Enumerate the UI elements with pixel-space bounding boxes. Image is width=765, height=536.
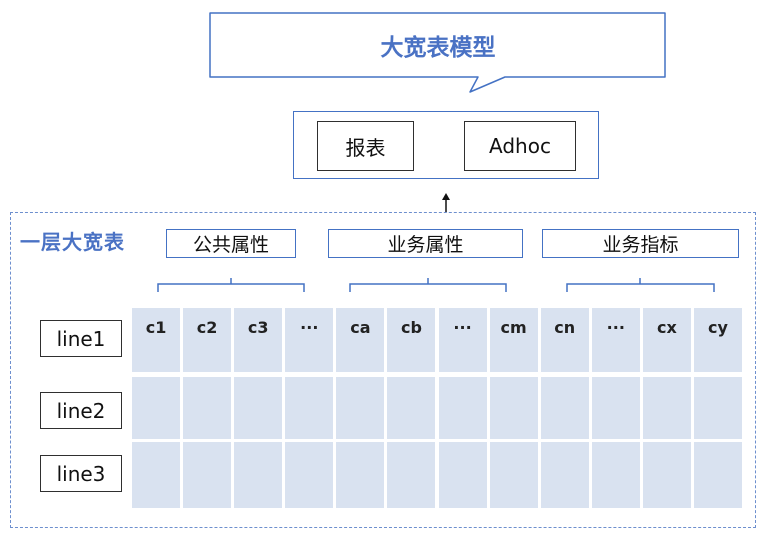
- group-business-attributes: 业务属性: [328, 229, 523, 258]
- wide-table-layer: [10, 212, 756, 528]
- group-common-attributes: 公共属性: [166, 229, 296, 258]
- table-cell: [438, 377, 487, 439]
- table-cell: [336, 377, 385, 439]
- table-cell: [591, 442, 640, 508]
- consumer-report: 报表: [317, 121, 414, 171]
- table-cell: [540, 308, 589, 372]
- table-cell: [693, 442, 742, 508]
- table-cell: [183, 377, 232, 439]
- group-braces: [157, 278, 715, 292]
- column-header: cm: [500, 318, 527, 337]
- title-callout-shape: [209, 12, 666, 93]
- brace-business-metrics: [566, 278, 715, 292]
- table-cell: [591, 308, 640, 372]
- column-header: cx: [656, 318, 677, 337]
- table-cell: [336, 308, 385, 372]
- brace-common: [157, 278, 305, 292]
- table-cell: [387, 442, 436, 508]
- column-header: ···: [606, 318, 625, 337]
- table-cell: [285, 308, 334, 372]
- column-header: cy: [707, 318, 728, 337]
- table-cell: [234, 377, 283, 439]
- table-cell: [693, 308, 742, 372]
- table-cell: [489, 442, 538, 508]
- brace-business-attributes: [349, 278, 507, 292]
- up-arrow-icon: [442, 193, 450, 212]
- table-cell: [591, 377, 640, 439]
- table-cell: [234, 308, 283, 372]
- column-header: ···: [300, 318, 319, 337]
- table-cell: [642, 308, 691, 372]
- table-cell: [285, 442, 334, 508]
- table-cell: [387, 308, 436, 372]
- column-header: ···: [453, 318, 472, 337]
- table-cell: [489, 377, 538, 439]
- row-label-line2: line2: [40, 392, 122, 429]
- row-label-line3: line3: [40, 455, 122, 492]
- table-cell: [132, 377, 181, 439]
- table-cell: [387, 377, 436, 439]
- group-business-metrics: 业务指标: [542, 229, 739, 258]
- column-header: c1: [145, 318, 167, 337]
- table-cell: [132, 442, 181, 508]
- table-cell: [438, 308, 487, 372]
- row-label-line1: line1: [40, 320, 122, 357]
- table-cell: [438, 442, 487, 508]
- table-cell: [132, 308, 181, 372]
- table-cell: [234, 442, 283, 508]
- table-cell: [336, 442, 385, 508]
- table-cell: [642, 442, 691, 508]
- table-cell: [183, 442, 232, 508]
- table-cell: [540, 377, 589, 439]
- table-cell: [540, 442, 589, 508]
- page-title: 大宽表模型: [380, 35, 496, 61]
- column-header: c2: [196, 318, 218, 337]
- table-cell: [183, 308, 232, 372]
- consumer-adhoc: Adhoc: [464, 121, 576, 171]
- table-cell: [693, 377, 742, 439]
- column-header: cb: [400, 318, 422, 337]
- column-header: cn: [554, 318, 576, 337]
- wide-table-grid: c1 c2 c3 ··· ca cb ··· cm cn ··· cx cy: [132, 308, 742, 508]
- table-cell: [285, 377, 334, 439]
- layer-title: 一层大宽表: [20, 230, 125, 254]
- column-header: ca: [350, 318, 371, 337]
- table-cell: [642, 377, 691, 439]
- column-header: c3: [247, 318, 269, 337]
- table-cell: [489, 308, 538, 372]
